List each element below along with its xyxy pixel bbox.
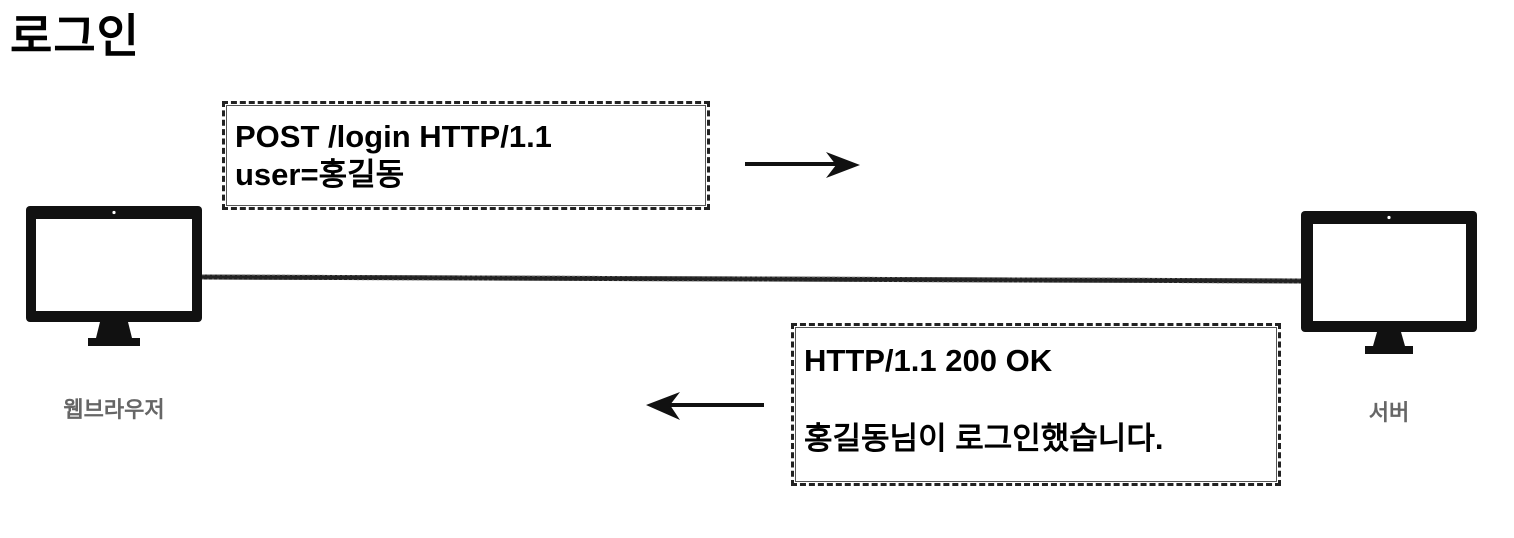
client-label: 웹브라우저 [63,398,165,423]
request-line: POST /login HTTP/1.1 [235,119,552,154]
request-body: user=홍길동 [235,157,405,192]
arrow-right-icon [745,152,860,178]
arrow-left-icon [646,392,764,420]
monitor-icon [1301,211,1477,354]
response-message-box: HTTP/1.1 200 OK 홍길동님이 로그인했습니다. [791,323,1281,486]
monitor-icon [26,206,202,346]
page-title: 로그인 [10,9,140,63]
response-status-line: HTTP/1.1 200 OK [804,343,1053,378]
response-body: 홍길동님이 로그인했습니다. [804,421,1164,456]
connection-line [201,274,1303,284]
request-message-box: POST /login HTTP/1.1 user=홍길동 [222,101,710,210]
server-label: 서버 [1368,401,1410,426]
